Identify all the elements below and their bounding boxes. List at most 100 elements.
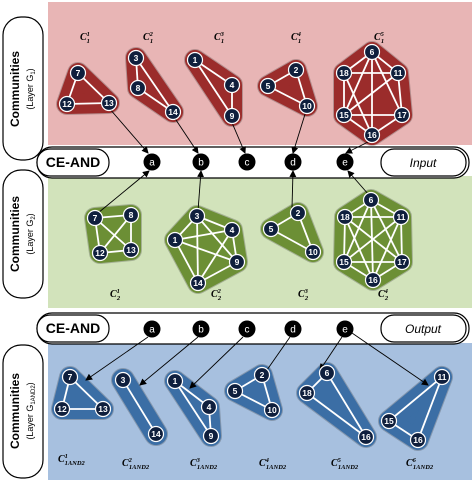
layer3-node-16: 16 <box>357 428 375 446</box>
svg-text:c: c <box>245 158 250 169</box>
layer2-node-17: 17 <box>393 253 411 271</box>
layer3-node-3: 3 <box>114 371 132 389</box>
layer3-node-5: 5 <box>226 382 244 400</box>
layer2-label-text: Communities <box>8 196 22 272</box>
svg-text:11: 11 <box>397 212 406 222</box>
mapping-arrow-11 <box>139 336 199 386</box>
layer3-edge-11-16 <box>417 376 443 441</box>
svg-text:1: 1 <box>193 55 198 65</box>
letter-bottom-d: d <box>284 320 302 338</box>
layer1-node-3: 3 <box>127 49 145 67</box>
output-pill <box>380 314 467 343</box>
layer1-label-sub: (Layer G1) <box>25 68 37 109</box>
svg-text:12: 12 <box>57 404 67 414</box>
letter-top-b: b <box>192 153 210 171</box>
input-pill-text: Input <box>410 156 437 170</box>
svg-text:14: 14 <box>151 429 161 439</box>
layer3-node-9: 9 <box>202 427 220 445</box>
layer3-side-label: Communities (Layer G1AND2) <box>2 344 44 479</box>
svg-text:18: 18 <box>302 388 312 398</box>
mapping-arrow-14 <box>319 336 343 371</box>
svg-text:15: 15 <box>384 416 394 426</box>
mapping-arrow-8 <box>289 170 297 209</box>
svg-text:9: 9 <box>235 257 240 267</box>
letter-bottom-e: e <box>336 320 354 338</box>
letter-top-a: a <box>143 153 161 171</box>
mapping-arrow-2 <box>173 116 199 154</box>
layer2-node-15: 15 <box>335 253 353 271</box>
layer1-label-text: Communities <box>8 51 22 127</box>
svg-text:7: 7 <box>68 372 73 382</box>
layer2-label-sub: (Layer G2) <box>25 213 37 254</box>
svg-text:10: 10 <box>267 405 277 415</box>
svg-text:13: 13 <box>104 98 114 108</box>
mapping-arrow-7 <box>197 170 205 212</box>
layer1-node-11: 11 <box>389 64 407 82</box>
layer2-node-2: 2 <box>289 204 307 222</box>
layer1-side-label: Communities (Layer G1) <box>2 16 44 161</box>
mapping-arrow-10 <box>85 336 149 381</box>
letter-top-e: e <box>336 153 354 171</box>
layer3-node-1: 1 <box>166 372 184 390</box>
svg-text:6: 6 <box>370 47 375 57</box>
svg-text:e: e <box>342 325 348 336</box>
layer3-edge-18-16 <box>306 392 367 438</box>
svg-text:16: 16 <box>361 432 371 442</box>
svg-text:b: b <box>198 158 204 169</box>
layer2-node-16: 16 <box>364 271 382 289</box>
mapping-arrow-9 <box>347 170 370 196</box>
svg-text:2: 2 <box>296 208 301 218</box>
mapping-arrow-5 <box>345 139 373 154</box>
layer1-edge-3-14 <box>135 57 174 113</box>
svg-text:6: 6 <box>325 368 330 378</box>
layer3-node-12: 12 <box>53 400 71 418</box>
layer2-edge-11-16 <box>372 216 402 281</box>
svg-text:18: 18 <box>339 68 349 78</box>
layer2-edge-6-17 <box>370 199 403 263</box>
layer3-node-13: 13 <box>94 400 112 418</box>
layer1-edge-15-11 <box>343 72 399 116</box>
svg-text:7: 7 <box>93 213 98 223</box>
input-pill <box>380 148 467 177</box>
layer1-node-15: 15 <box>335 106 353 124</box>
layer3-node-6: 6 <box>318 364 336 382</box>
letter-top-c: c <box>238 153 256 171</box>
layer1-node-2: 2 <box>287 61 305 79</box>
svg-text:1: 1 <box>173 235 178 245</box>
layer2-edge-18-16 <box>344 216 374 281</box>
svg-text:14: 14 <box>168 107 178 117</box>
svg-text:16: 16 <box>367 130 377 140</box>
svg-text:10: 10 <box>308 247 318 257</box>
svg-text:16: 16 <box>413 435 423 445</box>
layer1-node-18: 18 <box>335 64 353 82</box>
layer3-node-2: 2 <box>253 366 271 384</box>
layer2-node-3: 3 <box>188 207 206 225</box>
svg-text:6: 6 <box>369 195 374 205</box>
letter-top-d: d <box>284 153 302 171</box>
mapping-arrow-6 <box>97 170 150 214</box>
svg-text:a: a <box>149 325 155 336</box>
layer2-node-11: 11 <box>392 208 410 226</box>
layer3-node-11: 11 <box>433 368 451 386</box>
svg-text:8: 8 <box>129 210 134 220</box>
ce-and-input-title-box <box>36 148 110 177</box>
layer1-node-17: 17 <box>393 106 411 124</box>
layer3-label-sub: (Layer G1AND2) <box>25 382 37 439</box>
layer2-node-1: 1 <box>166 231 184 249</box>
svg-text:15: 15 <box>339 110 349 120</box>
layer2-side-label: Communities (Layer G2) <box>2 169 44 299</box>
svg-text:b: b <box>198 325 204 336</box>
